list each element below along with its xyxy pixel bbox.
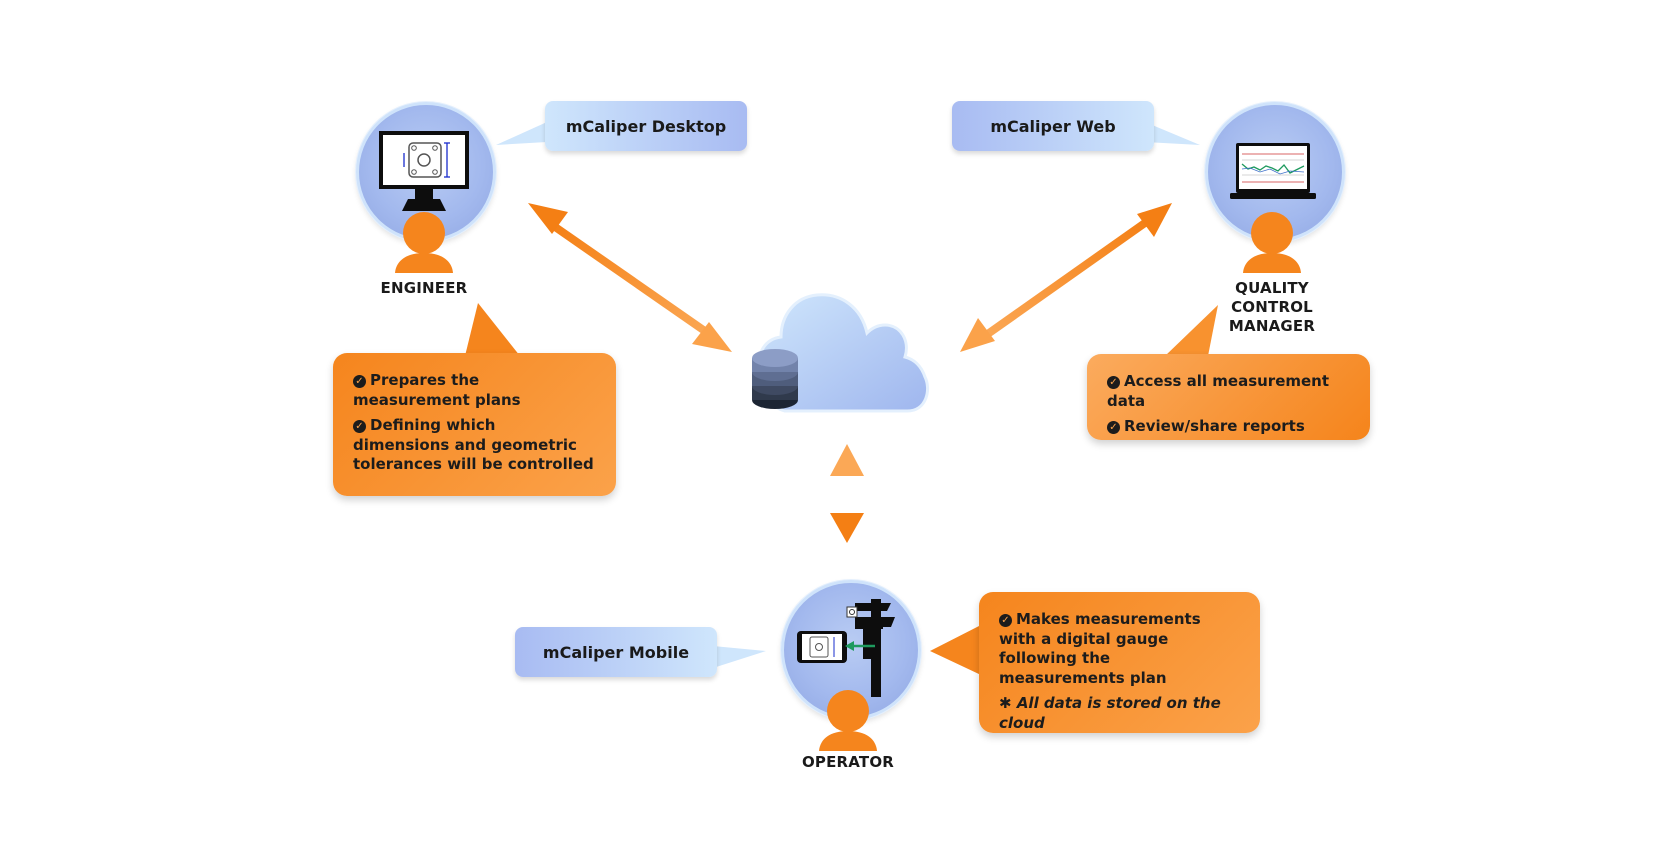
check-icon: ✓ (353, 420, 366, 433)
engineer-note-2: ✓Defining which dimensions and geometric… (353, 416, 594, 473)
check-icon: ✓ (1107, 376, 1120, 389)
web-tag-tail (1145, 122, 1200, 145)
arrow-engineer-cloud (528, 203, 732, 352)
arrow-cloud-operator (830, 444, 864, 543)
engineer-notes: ✓Prepares the measurement plans ✓Definin… (333, 353, 616, 496)
operator-person-icon (819, 690, 877, 751)
qc-notes: ✓Access all measurement data ✓Review/sha… (1087, 354, 1370, 440)
engineer-label: ENGINEER (380, 279, 468, 297)
arrow-qc-cloud (960, 203, 1172, 352)
operator-note-tail (930, 625, 981, 675)
mobile-app-tag: mCaliper Mobile (515, 627, 717, 677)
operator-notes: ✓Makes measurements with a digital gauge… (979, 592, 1260, 733)
check-icon: ✓ (353, 375, 366, 388)
operator-label: OPERATOR (801, 753, 895, 771)
laptop-icon (1230, 143, 1316, 199)
operator-note-1: ✓Makes measurements with a digital gauge… (999, 610, 1201, 687)
qc-note-tail (1165, 305, 1218, 356)
database-icon (752, 349, 798, 409)
web-app-tag: mCaliper Web (952, 101, 1154, 151)
engineer-note-1: ✓Prepares the measurement plans (353, 371, 521, 409)
check-icon: ✓ (1107, 421, 1120, 434)
operator-footnote: ✱ All data is stored on the cloud (999, 694, 1221, 732)
engineer-note-tail (465, 303, 520, 356)
phone-icon (797, 631, 847, 663)
desktop-tag-tail (496, 122, 547, 145)
qc-person-icon (1243, 212, 1301, 273)
monitor-icon (379, 131, 469, 211)
engineer-person-icon (395, 212, 453, 273)
asterisk-icon: ✱ (999, 694, 1012, 712)
caliper-icon (846, 599, 895, 697)
qc-label: QUALITY CONTROL MANAGER (1228, 279, 1316, 335)
qc-note-1: ✓Access all measurement data (1107, 372, 1330, 410)
check-icon: ✓ (999, 614, 1012, 627)
desktop-app-tag: mCaliper Desktop (545, 101, 747, 151)
transfer-arrow-icon (845, 641, 875, 651)
mobile-tag-tail (713, 646, 766, 668)
qc-note-2: ✓Review/share reports (1107, 417, 1350, 437)
